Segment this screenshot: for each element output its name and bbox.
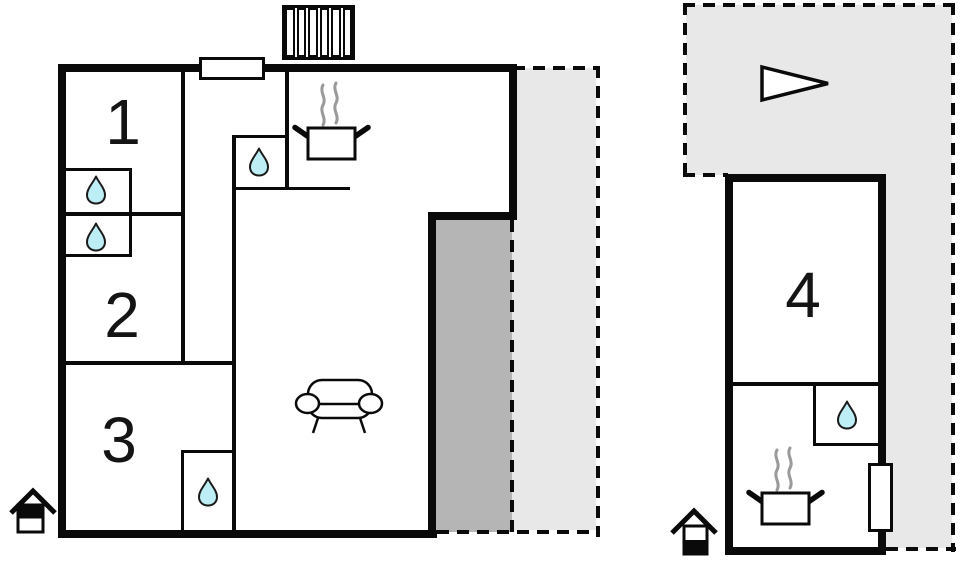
terrace-dashed-border-bottom-main [437,530,600,534]
water-drop-icon [198,477,218,507]
water-drop-icon [249,147,269,177]
main-wall-right-lower [428,212,436,538]
room-4-label: 4 [785,259,821,331]
terrace-dashed-border-top-annex [683,3,957,7]
radiator-slat [319,8,329,57]
water-drop-icon [86,175,106,205]
open-terrace-main [512,68,596,530]
open-terrace-annex-side [886,175,952,548]
room-2-label: 2 [104,279,140,351]
open-terrace-annex-top [686,5,952,175]
house-level-icon-main [9,487,57,534]
steam-icon [320,83,326,127]
stove-icon [292,81,371,161]
wall-rooms12-right [181,72,185,365]
terrace-dashed-border-left-annex [683,3,687,175]
wall-bath12-right [129,168,132,257]
terrace-dashed-border-right-main [596,66,600,537]
room-1-label: 1 [105,86,141,158]
annex-wall-left [725,174,733,555]
main-wall-top [58,64,517,72]
terrace-dashed-border-stub-annex [683,173,728,177]
stove-icon [746,446,825,526]
covered-terrace [436,220,512,532]
wall-room3bath-top [181,450,236,453]
wall-kitchen-left [285,72,289,190]
annex-wall-room4-bottom [733,382,878,386]
annex-wall-top [725,174,886,182]
wall-room2-bottom [58,361,236,365]
annex-wall-bath-bottom [813,443,878,446]
annex-wall-bath-left [813,382,816,446]
water-drop-icon [86,222,106,252]
steam-icon [787,446,793,490]
sofa-icon [294,378,384,434]
wall-living-left [232,135,236,530]
main-wall-right-upper [509,64,517,220]
radiator-slat [285,8,295,57]
terrace-dashed-border-bottom-annex [886,547,956,551]
wall-room1-room2-divider [66,212,185,216]
wall-hallbath-top [232,135,289,138]
wall-kitchen-counter [232,187,350,190]
covered-terrace-dashed-border [510,220,514,532]
annex-interior [733,182,878,547]
annex-wall-bottom [725,547,886,555]
radiator-slat [342,8,352,57]
terrace-dashed-border-right-annex [951,3,955,552]
house-level-icon-annex [670,507,718,556]
room-3-label: 3 [101,404,137,476]
wall-room3bath-left [181,450,184,530]
radiator-icon [282,5,355,60]
radiator-slat [296,8,306,57]
annex-wall-right [878,174,886,555]
radiator-slat [308,8,318,57]
door-marker-annex [868,463,893,532]
window-marker-main [199,57,265,80]
steam-icon [774,448,780,492]
direction-arrow-icon [760,64,829,103]
wall-bath2-bottom [66,254,132,257]
main-wall-left [58,64,66,538]
water-drop-icon [837,400,857,430]
terrace-dashed-border-top-main [513,66,600,70]
main-wall-jog [428,212,517,220]
wall-bath1-top [66,168,132,171]
radiator-slat [331,8,341,57]
main-wall-bottom [58,530,437,538]
steam-icon [333,81,339,125]
